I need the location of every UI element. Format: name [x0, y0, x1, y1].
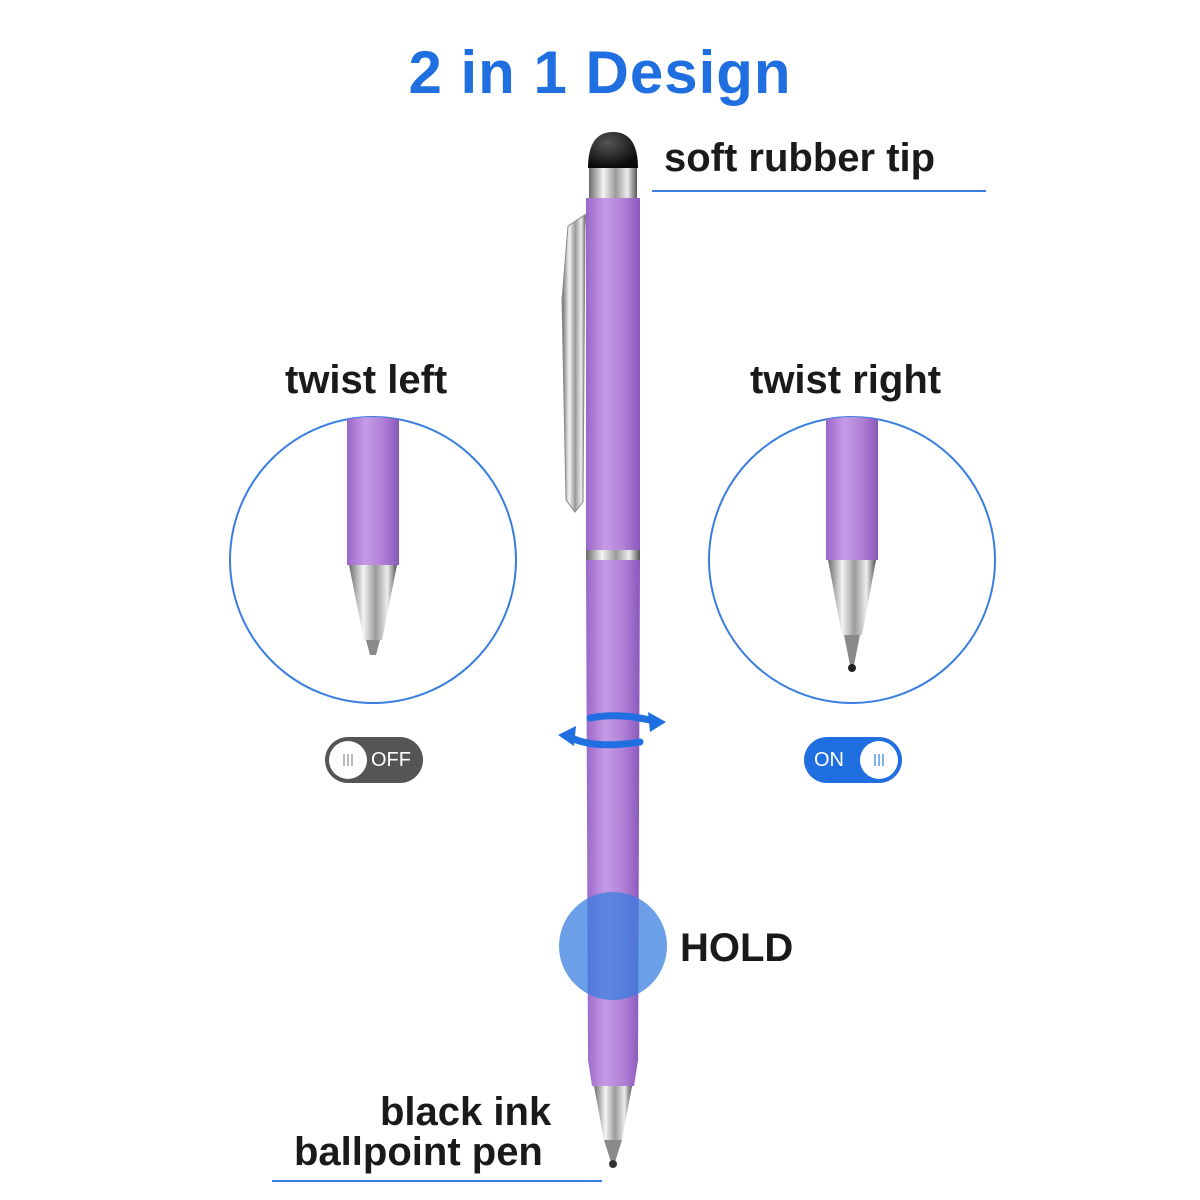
ballpoint-leader-line	[272, 1180, 602, 1182]
hold-label: HOLD	[680, 926, 794, 970]
toggle-knob	[329, 741, 367, 779]
ballpoint-point	[604, 1140, 622, 1162]
rubber-tip	[588, 132, 638, 168]
tip-leader-line	[652, 190, 986, 192]
ballpoint-label-line1: black ink	[380, 1090, 552, 1134]
pen-middle-ring	[586, 550, 640, 560]
ballpoint-cone	[594, 1086, 632, 1140]
pen-clip	[561, 213, 587, 513]
ballpoint-ball	[609, 1160, 617, 1168]
twist-right-label: twist right	[750, 358, 942, 402]
page-title: 2 in 1 Design	[408, 39, 792, 106]
tip-label: soft rubber tip	[664, 136, 936, 180]
twist-left-label: twist left	[285, 358, 448, 402]
twist-left-zoom	[229, 416, 517, 704]
on-toggle[interactable]: ON	[804, 737, 902, 783]
ballpoint-label-line2: ballpoint pen	[294, 1130, 543, 1174]
hold-indicator-circle	[559, 892, 667, 1000]
off-toggle[interactable]: OFF	[325, 737, 423, 783]
on-toggle-label: ON	[814, 749, 844, 771]
metal-collar	[589, 168, 637, 198]
pen-upper-body	[586, 198, 640, 550]
pen-lower-body	[586, 560, 640, 1086]
toggle-knob	[860, 741, 898, 779]
off-toggle-label: OFF	[371, 749, 411, 771]
twist-right-zoom	[708, 416, 996, 704]
